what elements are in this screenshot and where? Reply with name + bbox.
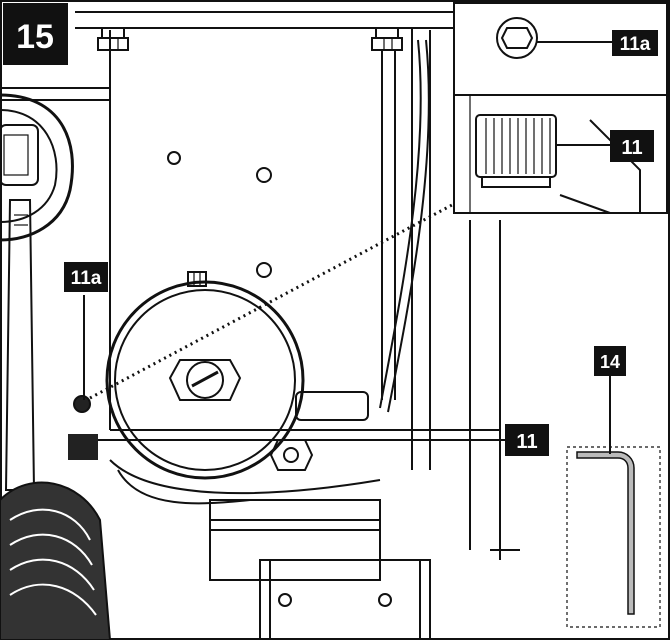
callout-11-inset: 11 — [610, 130, 654, 162]
column-body — [109, 28, 520, 560]
hex-bolt-icon — [97, 27, 129, 51]
figure-number: 15 — [16, 18, 54, 56]
hex-bolt-icon — [371, 27, 403, 51]
dotted-leader — [89, 203, 453, 400]
figure-number-label: 15 — [3, 3, 68, 65]
spindle-housing — [105, 271, 305, 480]
svg-text:11: 11 — [516, 431, 537, 453]
callout-11a-main: 11a — [64, 262, 108, 292]
feed-handle — [0, 199, 112, 640]
callout-11a-inset: 11a — [612, 30, 658, 56]
lower-column — [109, 429, 500, 640]
svg-text:11a: 11a — [71, 268, 102, 289]
allen-wrench-icon — [566, 375, 661, 628]
svg-text:11: 11 — [621, 137, 642, 159]
svg-text:11a: 11a — [620, 34, 651, 55]
callout-11-main: 11 — [505, 424, 549, 456]
side-wheel — [0, 93, 74, 242]
svg-text:14: 14 — [600, 352, 620, 372]
locking-knob-marker — [68, 434, 98, 460]
callout-14: 14 — [594, 346, 626, 376]
locking-bolt-marker — [73, 395, 91, 413]
column-slot — [295, 391, 369, 421]
housing-top — [0, 11, 455, 101]
mounting-holes — [167, 151, 272, 278]
